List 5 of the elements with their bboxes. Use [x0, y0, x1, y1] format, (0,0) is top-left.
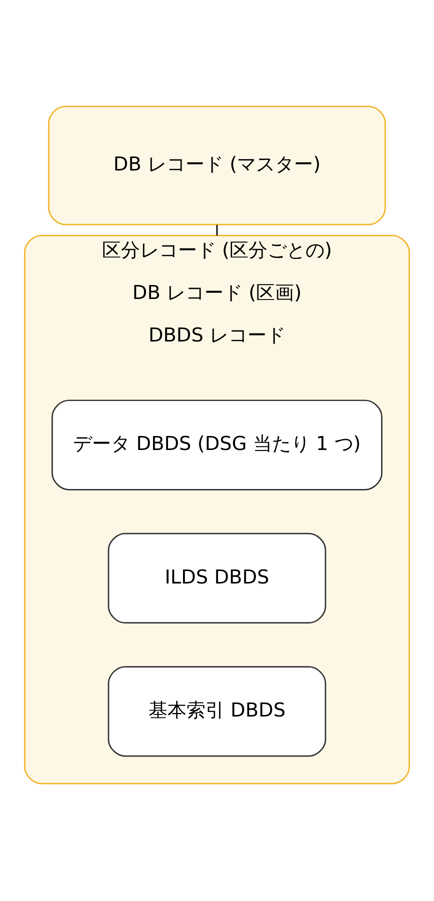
node-box: DB レコード (マスター) [48, 106, 386, 226]
node-box: データ DBDS (DSG 当たり 1 つ) [52, 400, 382, 490]
connector [216, 224, 218, 236]
node-box: ILDS DBDS [108, 532, 326, 624]
node-box: 基本索引 DBDS [108, 666, 326, 757]
